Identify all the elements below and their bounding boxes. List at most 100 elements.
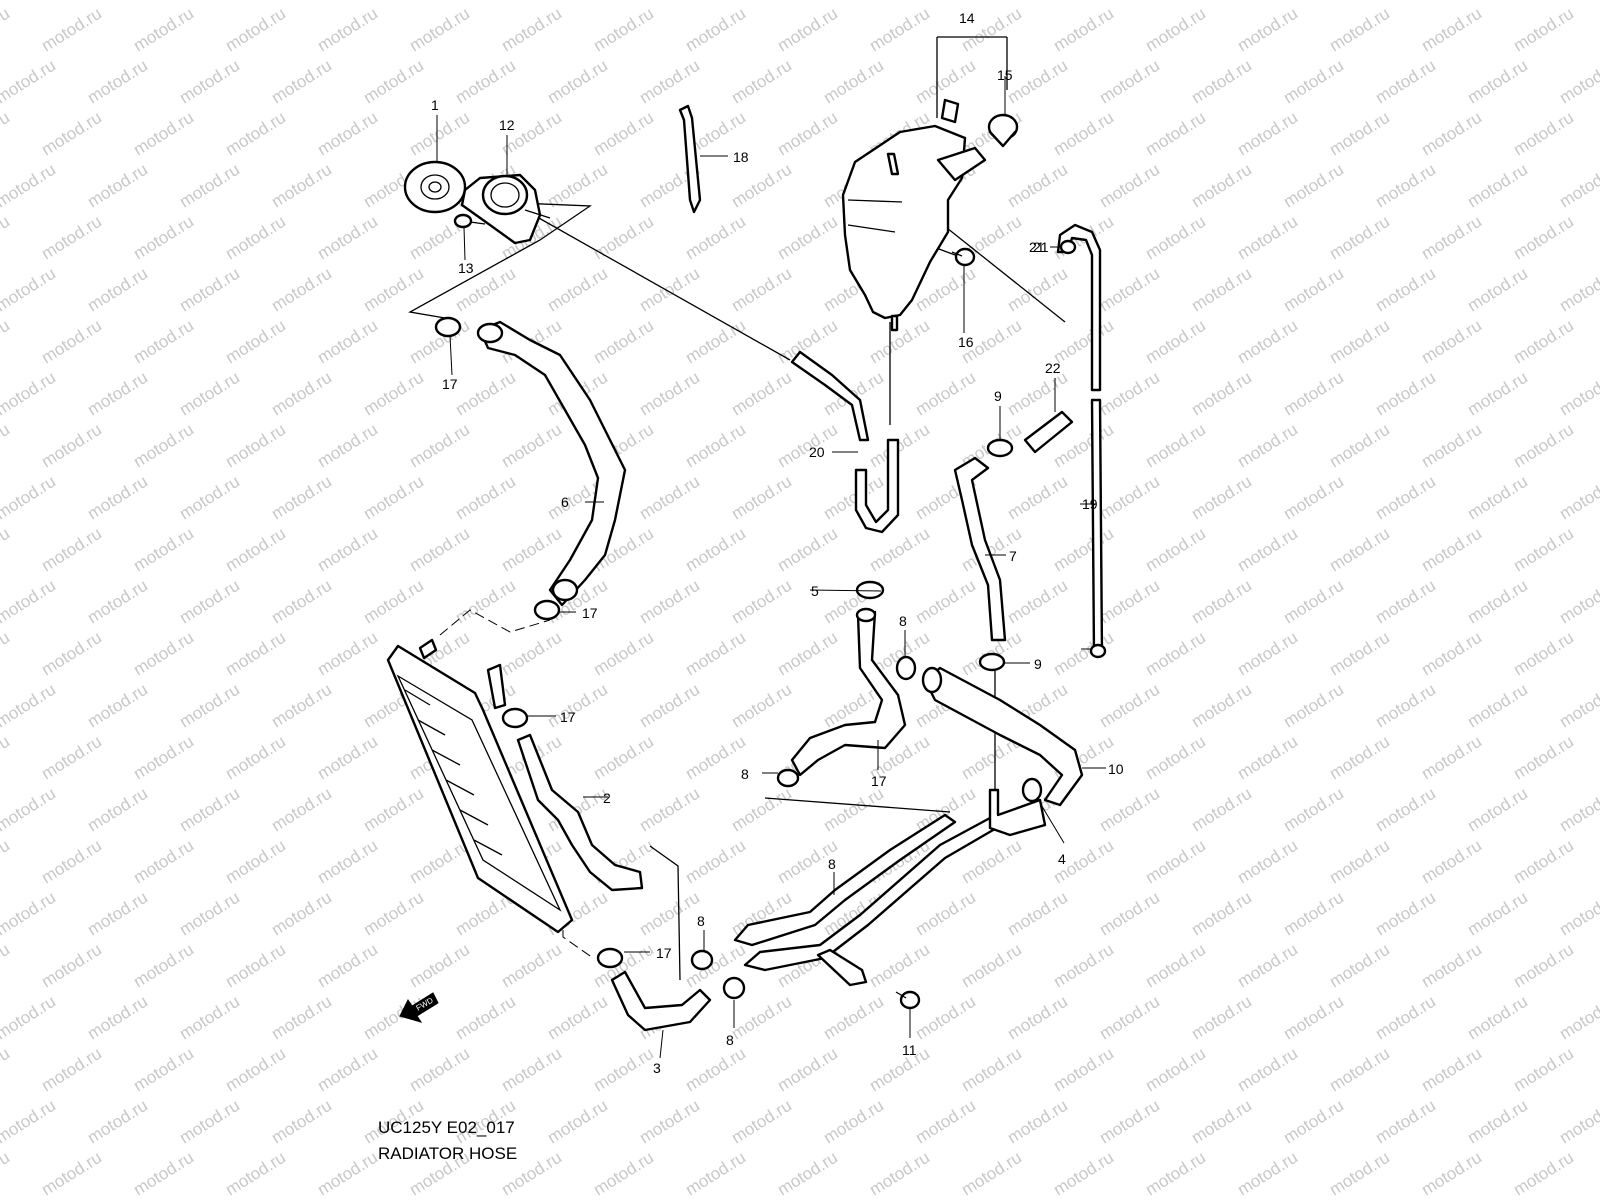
watermark-text: motod.ru	[958, 1148, 1025, 1200]
watermark-text: motod.ru	[268, 888, 335, 940]
watermark-text: motod.ru	[406, 1044, 473, 1096]
watermark-text: motod.ru	[590, 108, 657, 160]
watermark-text: motod.ru	[544, 992, 611, 1044]
watermark-text: motod.ru	[176, 992, 243, 1044]
watermark-text: motod.ru	[1188, 472, 1255, 524]
watermark-text: motod.ru	[1096, 160, 1163, 212]
watermark-text: motod.ru	[1142, 4, 1209, 56]
watermark-text: motod.ru	[1280, 888, 1347, 940]
watermark-text: motod.ru	[268, 680, 335, 732]
watermark-text: motod.ru	[452, 992, 519, 1044]
watermark-text: motod.ru	[360, 576, 427, 628]
watermark-text: motod.ru	[1418, 732, 1485, 784]
watermark-text: motod.ru	[1142, 524, 1209, 576]
bolt-11	[895, 990, 921, 1010]
watermark-text: motod.ru	[1142, 628, 1209, 680]
callout-number: 8	[899, 613, 907, 629]
watermark-text: motod.ru	[452, 368, 519, 420]
watermark-text: motod.ru	[1372, 888, 1439, 940]
watermark-text: motod.ru	[360, 56, 427, 108]
watermark-text: motod.ru	[268, 992, 335, 1044]
watermark-text: motod.ru	[1234, 4, 1301, 56]
callout-number: 7	[1009, 548, 1017, 564]
watermark-text: motod.ru	[1096, 992, 1163, 1044]
upper-dash-line	[439, 609, 551, 636]
watermark-text: motod.ru	[682, 1044, 749, 1096]
watermark-text: motod.ru	[0, 732, 13, 784]
watermark-text: motod.ru	[268, 472, 335, 524]
watermark-text: motod.ru	[1142, 316, 1209, 368]
watermark-text: motod.ru	[84, 472, 151, 524]
watermark-text: motod.ru	[406, 524, 473, 576]
watermark-text: motod.ru	[314, 836, 381, 888]
watermark-text: motod.ru	[1510, 4, 1577, 56]
callout-number: 21	[1029, 239, 1045, 255]
watermark-text: motod.ru	[682, 836, 749, 888]
callout-number: 17	[871, 773, 887, 789]
watermark-text: motod.ru	[1096, 1096, 1163, 1148]
watermark-text: motod.ru	[774, 212, 841, 264]
watermark-text: motod.ru	[958, 1044, 1025, 1096]
watermark-text: motod.ru	[1050, 1044, 1117, 1096]
watermark-text: motod.ru	[268, 160, 335, 212]
watermark-text: motod.ru	[1510, 524, 1577, 576]
watermark-text: motod.ru	[1556, 888, 1600, 940]
watermark-text: motod.ru	[544, 264, 611, 316]
watermark-text: motod.ru	[452, 0, 519, 3]
watermark-text: motod.ru	[130, 940, 197, 992]
watermark-text: motod.ru	[1234, 732, 1301, 784]
watermark-text: motod.ru	[636, 576, 703, 628]
diagram-title: RADIATOR HOSE	[378, 1144, 518, 1163]
watermark-text: motod.ru	[774, 1044, 841, 1096]
watermark-text: motod.ru	[1096, 368, 1163, 420]
watermark-text: motod.ru	[1234, 940, 1301, 992]
watermark-text: motod.ru	[1418, 1148, 1485, 1200]
watermark-text: motod.ru	[222, 1148, 289, 1200]
watermark-text: motod.ru	[1050, 108, 1117, 160]
watermark-text: motod.ru	[0, 784, 59, 836]
watermark-text: motod.ru	[590, 4, 657, 56]
watermark-text: motod.ru	[1188, 680, 1255, 732]
watermark-text: motod.ru	[1326, 108, 1393, 160]
watermark-text: motod.ru	[498, 940, 565, 992]
watermark-text: motod.ru	[130, 212, 197, 264]
watermark-text: motod.ru	[1464, 784, 1531, 836]
watermark-text: motod.ru	[84, 264, 151, 316]
watermark-text: motod.ru	[1510, 212, 1577, 264]
watermark-text: motod.ru	[1142, 1148, 1209, 1200]
callout-number: 8	[697, 913, 705, 929]
watermark-text: motod.ru	[360, 472, 427, 524]
watermark-text: motod.ru	[1372, 784, 1439, 836]
watermark-text: motod.ru	[0, 628, 13, 680]
watermark-text: motod.ru	[1510, 1044, 1577, 1096]
watermark-text: motod.ru	[544, 1096, 611, 1148]
watermark-text: motod.ru	[728, 472, 795, 524]
watermark-text: motod.ru	[0, 576, 59, 628]
watermark-text: motod.ru	[314, 732, 381, 784]
callout-number: 21	[1033, 239, 1049, 255]
hose-6	[476, 320, 627, 607]
watermark-text: motod.ru	[1234, 836, 1301, 888]
clamp-17-e	[855, 580, 885, 600]
watermark-text: motod.ru	[590, 212, 657, 264]
watermark-text: motod.ru	[1464, 160, 1531, 212]
watermark-text: motod.ru	[1142, 212, 1209, 264]
watermark-text: motod.ru	[498, 628, 565, 680]
watermark-text: motod.ru	[1142, 940, 1209, 992]
watermark-text: motod.ru	[0, 472, 59, 524]
watermark-text: motod.ru	[1556, 784, 1600, 836]
watermark-text: motod.ru	[1556, 0, 1600, 3]
watermark-text: motod.ru	[38, 1148, 105, 1200]
watermark-text: motod.ru	[1142, 420, 1209, 472]
clamp-17-d	[596, 947, 624, 969]
watermark-text: motod.ru	[1280, 784, 1347, 836]
callout-number: 17	[582, 605, 598, 621]
watermark-text: motod.ru	[1050, 940, 1117, 992]
watermark-text: motod.ru	[1464, 472, 1531, 524]
watermark-text: motod.ru	[912, 992, 979, 1044]
watermark-text: motod.ru	[0, 420, 13, 472]
watermark-text: motod.ru	[268, 56, 335, 108]
watermark-text: motod.ru	[682, 212, 749, 264]
watermark-text: motod.ru	[1280, 680, 1347, 732]
watermark-text: motod.ru	[728, 368, 795, 420]
